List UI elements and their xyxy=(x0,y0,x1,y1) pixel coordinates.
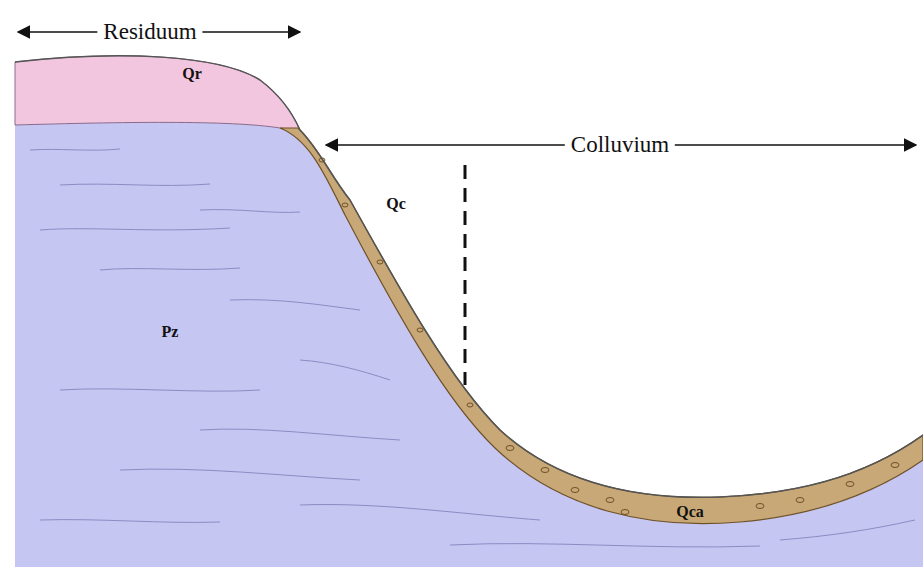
residuum-layer xyxy=(15,56,300,130)
extent-label: Residuum xyxy=(97,19,202,45)
extent-label: Colluvium xyxy=(565,132,675,158)
ground-surface xyxy=(15,56,923,498)
pebbles xyxy=(319,158,899,515)
unit-label: Qc xyxy=(386,195,406,213)
colluvium-layer xyxy=(280,128,923,524)
bedding-lines xyxy=(30,149,915,547)
boundary-dashed-line xyxy=(464,165,467,385)
bedrock xyxy=(15,122,923,567)
unit-label: Qr xyxy=(182,65,202,83)
unit-label: Pz xyxy=(162,323,179,341)
unit-label: Qca xyxy=(676,503,704,521)
